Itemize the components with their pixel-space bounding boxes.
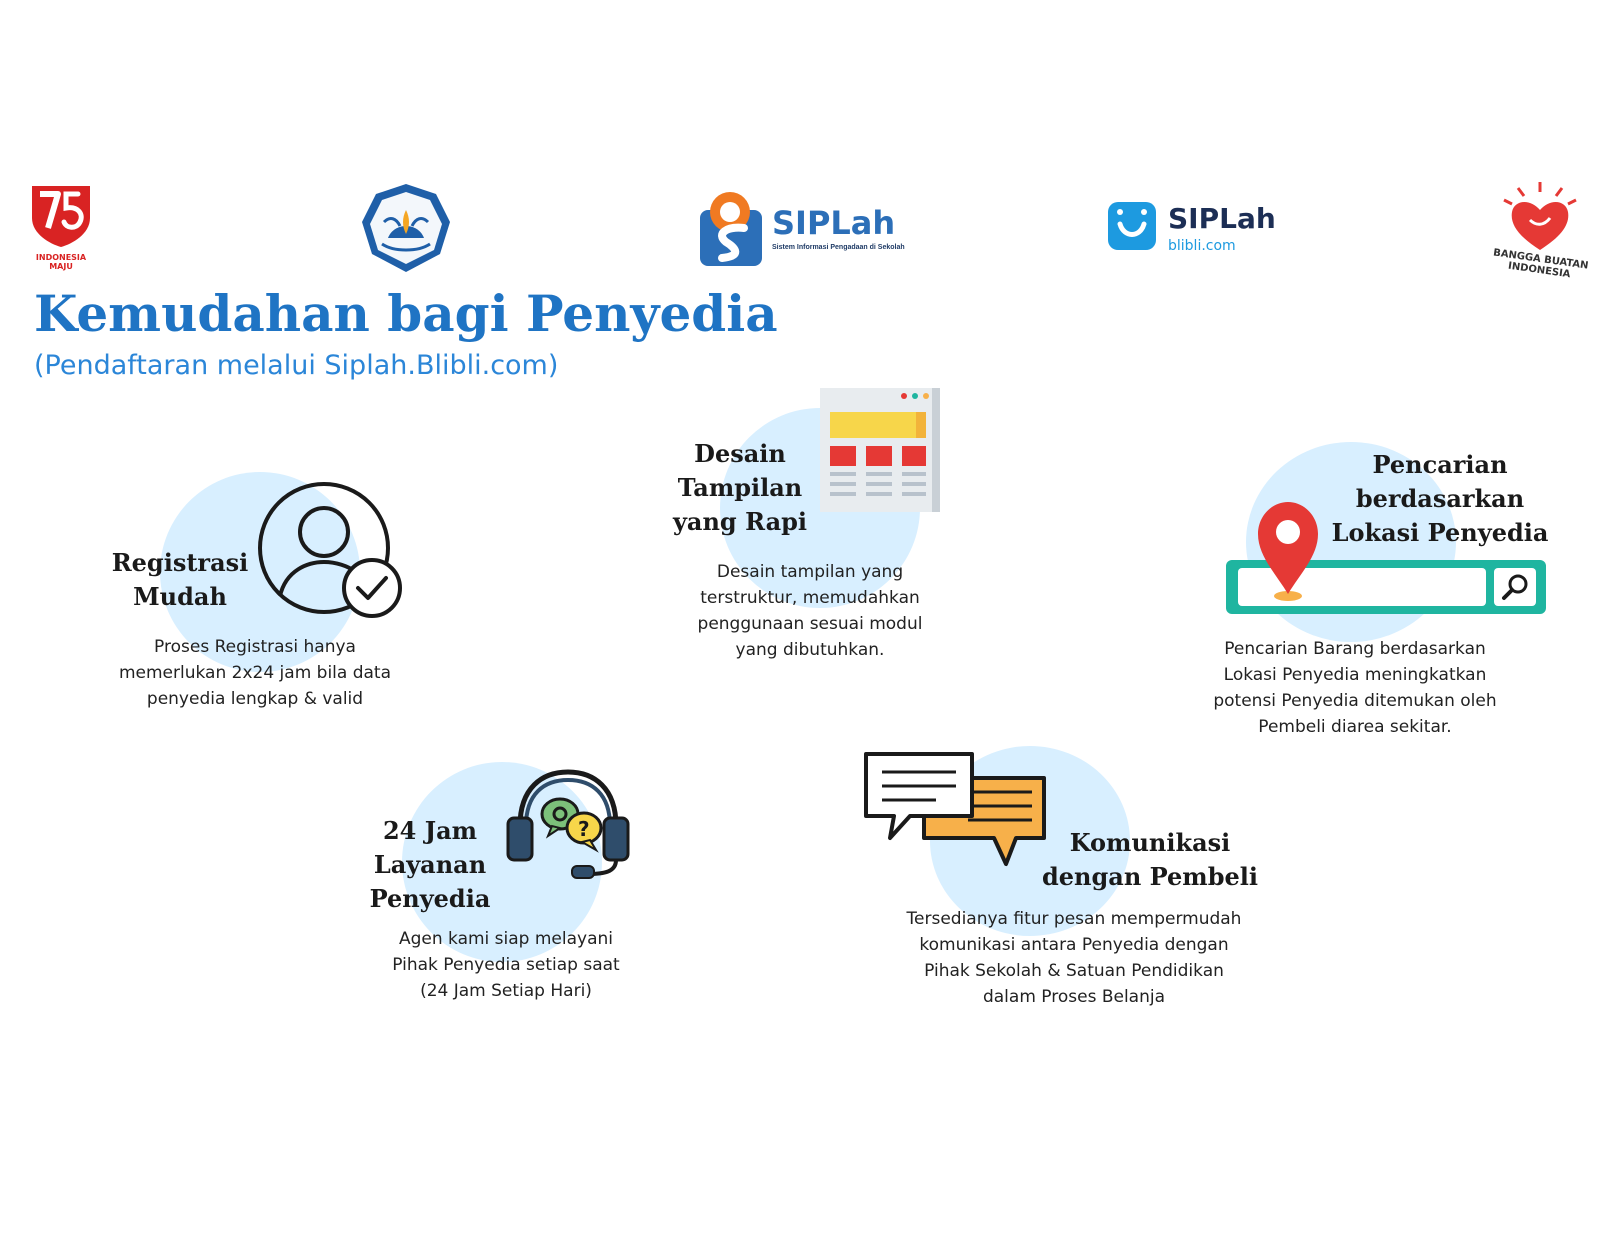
feature-desc-desain: Desain tampilan yang terstruktur, memuda… [660, 559, 960, 663]
feature-title-line: Lokasi Penyedia [1331, 518, 1549, 547]
feature-title-layanan: 24 Jam Layanan Penyedia [350, 814, 510, 916]
feature-title-line: Tampilan [677, 473, 803, 502]
indonesia-maju-logo: INDONESIA MAJU [28, 184, 94, 276]
feature-desc-line: Tersedianya fitur pesan mempermudah [906, 909, 1242, 929]
feature-desc-line: yang dibutuhkan. [735, 640, 885, 660]
feature-desc-line: Pembeli diarea sekitar. [1258, 717, 1452, 737]
feature-title-line: dengan Pembeli [1042, 862, 1258, 891]
indonesia-75-icon [32, 186, 90, 247]
feature-title-pencarian: Pencarian berdasarkan Lokasi Penyedia [1320, 448, 1560, 550]
tut-wuri-handayani-icon [362, 184, 450, 272]
feature-desc-line: penggunaan sesuai modul [697, 614, 923, 634]
feature-title-line: Mudah [133, 582, 227, 611]
feature-title-line: Penyedia [369, 884, 491, 913]
feature-circle [402, 762, 602, 962]
blibli-icon [1108, 202, 1156, 250]
feature-desc-line: Pihak Penyedia setiap saat [392, 955, 620, 975]
page-subtitle: (Pendaftaran melalui Siplah.Blibli.com) [34, 350, 559, 381]
feature-desc-line: terstruktur, memudahkan [700, 588, 920, 608]
heart-icon [1503, 182, 1577, 250]
feature-desc-line: memerlukan 2x24 jam bila data [118, 663, 392, 683]
feature-desc-registrasi: Proses Registrasi hanya memerlukan 2x24 … [90, 634, 420, 712]
page-title: Kemudahan bagi Penyedia [34, 284, 778, 343]
chat-bubbles-icon [864, 752, 1046, 866]
siplah-brand-text: SIPLah [772, 204, 896, 242]
headset-support-icon: ? [506, 769, 630, 879]
feature-desc-line: komunikasi antara Penyedia dengan [919, 935, 1229, 955]
feature-desc-pencarian: Pencarian Barang berdasarkan Lokasi Peny… [1190, 636, 1520, 740]
feature-desc-line: (24 Jam Setiap Hari) [420, 981, 592, 1001]
feature-title-line: yang Rapi [672, 507, 808, 536]
feature-title-line: berdasarkan [1355, 484, 1525, 513]
svg-text:?: ? [578, 817, 590, 841]
logo-caption: MAJU [49, 262, 73, 271]
bangga-buatan-indonesia-logo: BANGGA BUATAN INDONESIA [1488, 180, 1592, 280]
feature-desc-line: Proses Registrasi hanya [154, 637, 356, 657]
siplah-subtitle: Sistem Informasi Pengadaan di Sekolah [772, 244, 905, 251]
user-check-icon [258, 482, 402, 618]
siplah-brand-text: SIPLah [1168, 202, 1276, 235]
feature-title-desain: Desain Tampilan yang Rapi [660, 437, 820, 539]
feature-desc-line: Pihak Sekolah & Satuan Pendidikan [924, 961, 1224, 981]
logo-caption: INDONESIA [35, 253, 87, 262]
webpage-layout-icon [820, 388, 940, 512]
feature-title-line: Desain [694, 439, 786, 468]
location-search-icon [1226, 502, 1546, 614]
feature-desc-layanan: Agen kami siap melayani Pihak Penyedia s… [356, 926, 656, 1004]
blibli-domain-text: blibli.com [1168, 238, 1236, 254]
feature-title-line: Komunikasi [1069, 828, 1231, 857]
feature-desc-line: Desain tampilan yang [716, 562, 904, 582]
feature-desc-line: penyedia lengkap & valid [146, 689, 364, 709]
feature-title-line: Layanan [373, 850, 487, 879]
siplah-blibli-logo: SIPLah blibli.com [1106, 200, 1296, 264]
feature-title-line: Registrasi [111, 548, 249, 577]
siplah-icon [700, 192, 762, 266]
feature-desc-line: Pencarian Barang berdasarkan [1224, 639, 1486, 659]
feature-desc-line: Agen kami siap melayani [398, 929, 614, 949]
feature-title-registrasi: Registrasi Mudah [100, 546, 260, 614]
feature-title-komunikasi: Komunikasi dengan Pembeli [1030, 826, 1270, 894]
feature-title-line: 24 Jam [382, 816, 478, 845]
feature-desc-line: dalam Proses Belanja [982, 987, 1166, 1007]
feature-desc-line: Lokasi Penyedia meningkatkan [1223, 665, 1487, 685]
tut-wuri-handayani-logo [360, 182, 452, 274]
feature-desc-komunikasi: Tersedianya fitur pesan mempermudah komu… [876, 906, 1272, 1010]
feature-circle [160, 472, 360, 672]
feature-desc-line: potensi Penyedia ditemukan oleh [1213, 691, 1497, 711]
siplah-kemdikbud-logo: SIPLah Sistem Informasi Pengadaan di Sek… [696, 190, 916, 270]
feature-title-line: Pencarian [1372, 450, 1508, 479]
